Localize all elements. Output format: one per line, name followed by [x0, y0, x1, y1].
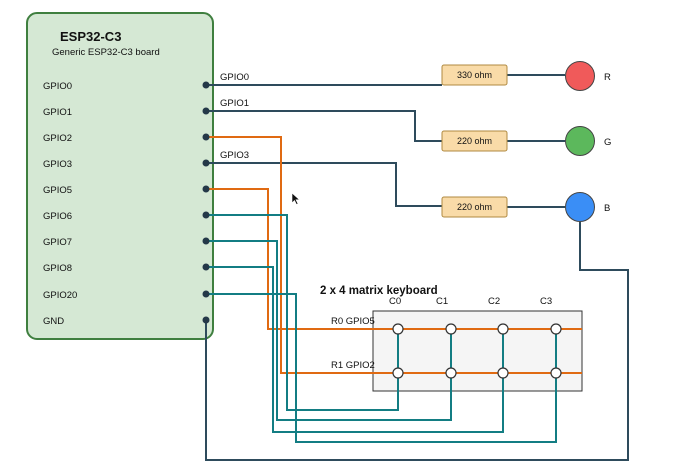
wire-label-gpio1: GPIO1	[220, 98, 249, 109]
board-title: ESP32-C3	[60, 29, 121, 44]
resistor-g-label: 220 ohm	[457, 136, 492, 146]
keyboard-title: 2 x 4 matrix keyboard	[320, 285, 438, 297]
keyboard-switches	[392, 323, 562, 379]
led-green-label: G	[604, 137, 611, 148]
pin-label-gpio6: GPIO6	[43, 211, 72, 222]
pin-gnd[interactable]	[202, 316, 210, 324]
wire-gpio5-r0[interactable]	[206, 188, 582, 330]
wire-gpio3-b[interactable]	[206, 162, 442, 207]
key-r0-c3[interactable]	[550, 323, 562, 335]
keyboard-row-r0: R0 GPIO5	[331, 316, 375, 327]
pin-label-gpio3: GPIO3	[43, 159, 72, 170]
keyboard-col-c1: C1	[436, 296, 448, 307]
wire-gpio1-g[interactable]	[206, 110, 442, 142]
key-r1-c1[interactable]	[445, 367, 457, 379]
key-r1-c0[interactable]	[392, 367, 404, 379]
key-r1-c3[interactable]	[550, 367, 562, 379]
keyboard-col-c3: C3	[540, 296, 552, 307]
led-blue[interactable]	[565, 192, 595, 222]
resistor-r-label: 330 ohm	[457, 70, 492, 80]
resistor-g[interactable]	[441, 130, 508, 152]
key-r0-c1[interactable]	[445, 323, 457, 335]
pin-label-gpio5: GPIO5	[43, 185, 72, 196]
led-green[interactable]	[565, 126, 595, 156]
keyboard-row-r1: R1 GPIO2	[331, 360, 375, 371]
pin-gpio1[interactable]	[202, 107, 210, 115]
pin-label-gnd: GND	[43, 316, 64, 327]
wire-gpio8-c2[interactable]	[206, 266, 504, 433]
wire-label-gpio0: GPIO0	[220, 72, 249, 83]
led-wires	[205, 74, 629, 461]
row-wires	[206, 136, 582, 374]
wire-gpio20-c3[interactable]	[206, 293, 557, 443]
pin-gpio2[interactable]	[202, 133, 210, 141]
board-subtitle: Generic ESP32-C3 board	[52, 47, 160, 58]
key-r1-c2[interactable]	[497, 367, 509, 379]
board-pins	[202, 81, 210, 324]
pin-label-gpio7: GPIO7	[43, 237, 72, 248]
led-red[interactable]	[565, 61, 595, 91]
pin-gpio0[interactable]	[202, 81, 210, 89]
pin-gpio3[interactable]	[202, 159, 210, 167]
pin-gpio7[interactable]	[202, 237, 210, 245]
pin-gpio20[interactable]	[202, 290, 210, 298]
pin-gpio8[interactable]	[202, 263, 210, 271]
column-wires	[206, 214, 557, 443]
pin-gpio5[interactable]	[202, 185, 210, 193]
led-red-label: R	[604, 72, 611, 83]
keyboard-box[interactable]	[372, 310, 583, 392]
keyboard-col-c2: C2	[488, 296, 500, 307]
wire-label-gpio3: GPIO3	[220, 150, 249, 161]
key-r0-c0[interactable]	[392, 323, 404, 335]
pin-label-gpio2: GPIO2	[43, 133, 72, 144]
leds: R G B	[565, 61, 611, 222]
pin-label-gpio1: GPIO1	[43, 107, 72, 118]
board-pin-labels: GPIO0 GPIO1 GPIO2 GPIO3 GPIO5 GPIO6 GPIO…	[43, 81, 77, 327]
pin-gpio6[interactable]	[202, 211, 210, 219]
resistor-b-label: 220 ohm	[457, 202, 492, 212]
resistor-b[interactable]	[441, 196, 508, 218]
pin-label-gpio0: GPIO0	[43, 81, 72, 92]
key-r0-c2[interactable]	[497, 323, 509, 335]
resistor-r[interactable]	[441, 64, 508, 86]
resistors: 330 ohm 220 ohm 220 ohm	[441, 64, 508, 218]
wire-gpio7-c1[interactable]	[206, 240, 452, 421]
led-blue-label: B	[604, 203, 610, 214]
wire-gpio6-c0[interactable]	[206, 214, 399, 411]
mouse-cursor-icon	[291, 192, 301, 205]
pin-label-gpio8: GPIO8	[43, 263, 72, 274]
esp32-board[interactable]	[26, 12, 214, 340]
wire-gnd[interactable]	[205, 222, 629, 461]
keyboard-col-c0: C0	[389, 296, 401, 307]
pin-label-gpio20: GPIO20	[43, 290, 77, 301]
wire-gpio2-r1[interactable]	[206, 136, 582, 374]
